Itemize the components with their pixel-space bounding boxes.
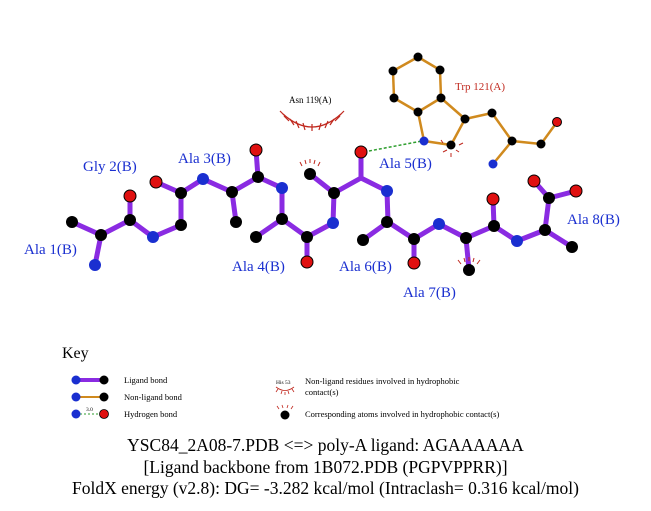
label-ala8: Ala 8(B): [567, 212, 620, 228]
key-hydrophobic-atom-icon: [280, 410, 290, 420]
label-ala1: Ala 1(B): [24, 242, 77, 258]
key-legend: Key Ligand bond Non-ligand bond 3.0 Hydr…: [62, 345, 499, 420]
footer-line-1: YSC84_2A08-7.PDB <=> poly-A ligand: AGAA…: [127, 435, 524, 455]
asn119-hydrophobic-arc: [279, 110, 345, 131]
key-hydrophobic-residue-icon: [275, 386, 295, 395]
key-hydrophobic-atoms-label: Corresponding atoms involved in hydropho…: [305, 409, 499, 419]
label-ala3: Ala 3(B): [178, 151, 231, 167]
label-ala4: Ala 4(B): [232, 259, 285, 275]
ligand-atoms: [66, 143, 583, 276]
label-trp121: Trp 121(A): [455, 81, 505, 93]
key-ligand-bond-label: Ligand bond: [124, 375, 168, 385]
hydrophobic-atom-spikes: [299, 139, 481, 265]
key-hbond-label: Hydrogen bond: [124, 409, 178, 419]
footer-line-2: [Ligand backbone from 1B072.PDB (PGPVPPR…: [143, 457, 508, 477]
key-hydrophobic-residue-label: Non-ligand residues involved in hydropho…: [305, 376, 460, 386]
label-gly2: Gly 2(B): [83, 159, 137, 175]
label-ala6: Ala 6(B): [339, 259, 392, 275]
ligand-bonds: [69, 147, 579, 273]
trp121-atoms: [388, 52, 562, 169]
footer-line-3: FoldX energy (v2.8): DG= -3.282 kcal/mol…: [72, 478, 579, 498]
key-nonligand-bond-label: Non-ligand bond: [124, 392, 183, 402]
label-ala5: Ala 5(B): [379, 156, 432, 172]
key-hydrophobic-residue-label-2: contact(s): [305, 387, 339, 397]
label-ala7: Ala 7(B): [403, 285, 456, 301]
hydrogen-bond: [368, 140, 423, 152]
key-title: Key: [62, 345, 89, 362]
key-hydrophobic-sample: His 53: [276, 380, 291, 386]
label-asn119: Asn 119(A): [289, 95, 331, 105]
key-hbond-distance: 3.0: [86, 407, 93, 413]
